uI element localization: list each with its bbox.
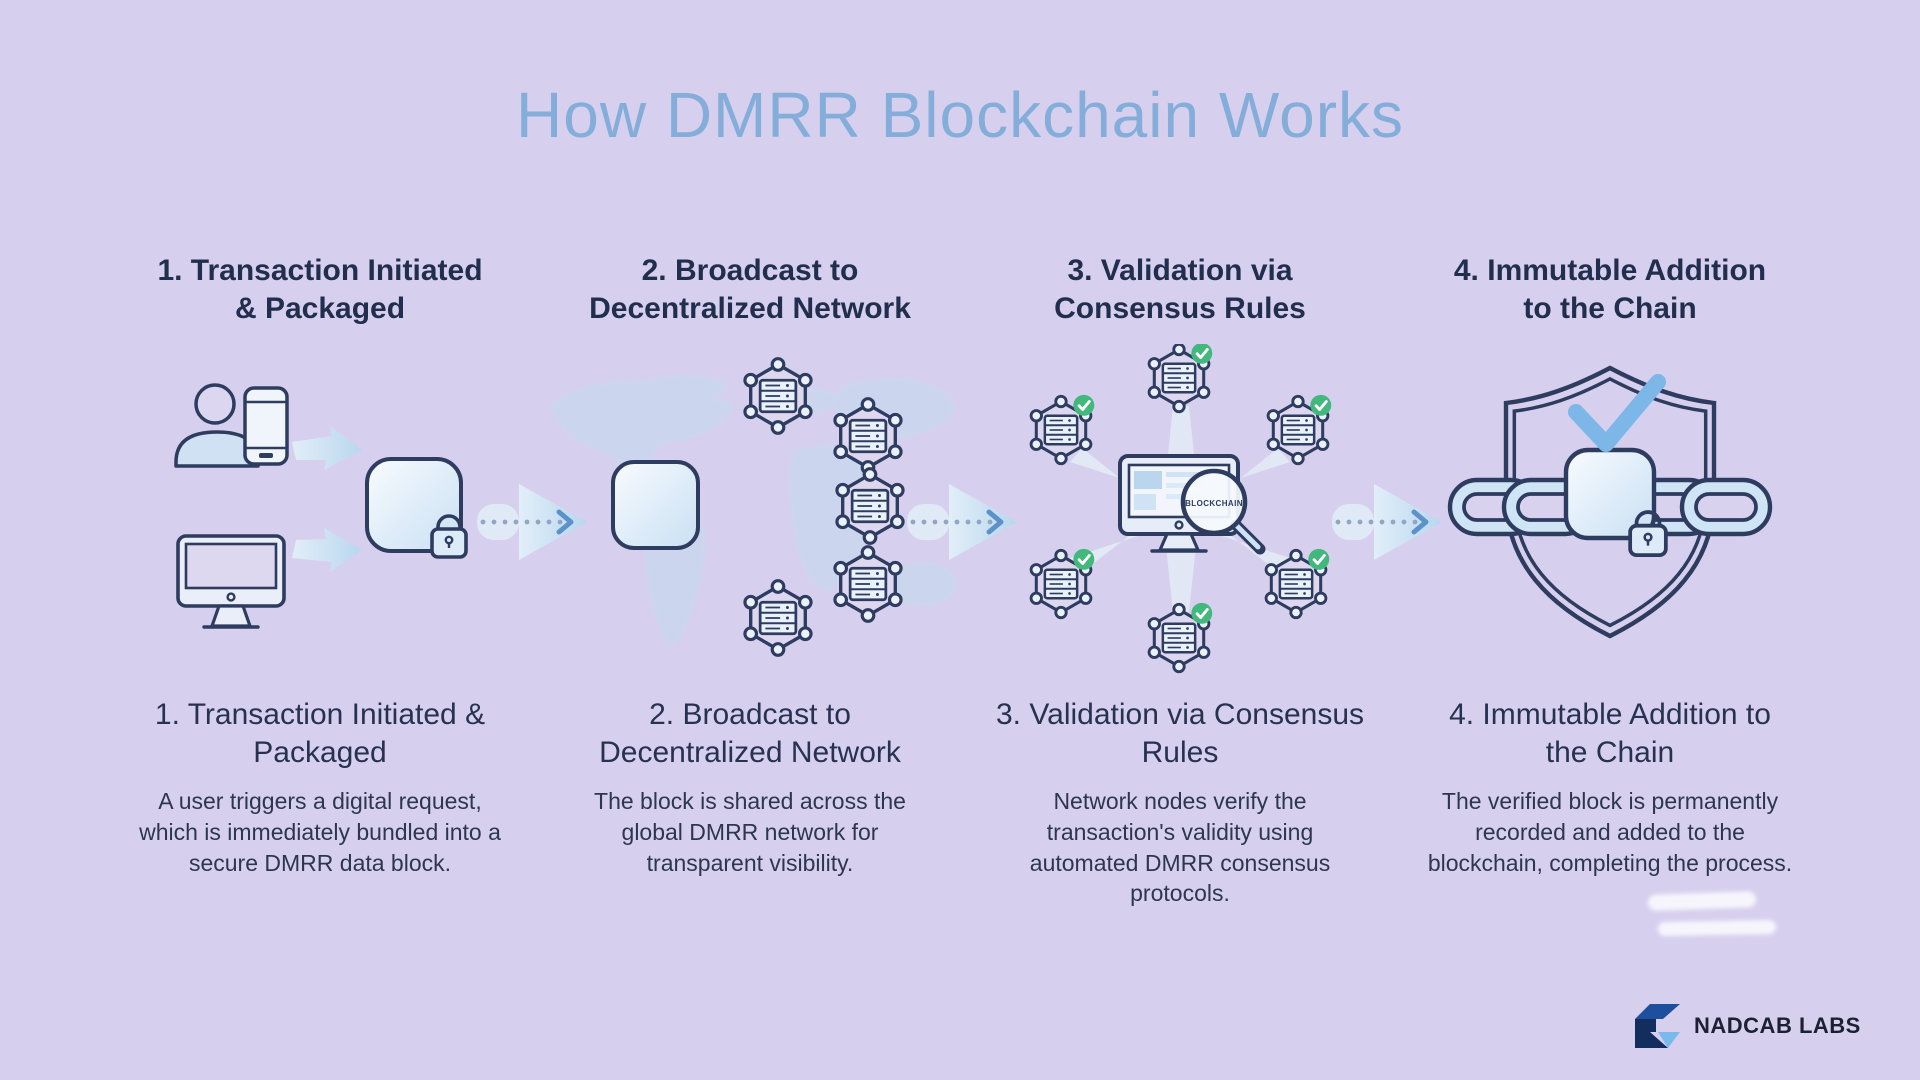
- desktop-monitor-icon: [176, 534, 286, 629]
- step-4-illustration: [1400, 344, 1820, 680]
- step-column-2: 2. Broadcast to Decentralized Network: [540, 252, 960, 878]
- step-2-illustration: [540, 344, 960, 680]
- magnifier-icon: BLOCKCHAIN: [1180, 468, 1266, 555]
- brand-logo: NADCAB LABS: [1630, 1000, 1890, 1052]
- shield-icon: [1503, 365, 1717, 639]
- checkmark-icon: [1568, 374, 1666, 452]
- step-heading: 3. Validation via Consensus Rules: [1054, 254, 1306, 326]
- step-description: Network nodes verify the transaction's v…: [1029, 788, 1331, 907]
- network-node-icon: [743, 579, 813, 657]
- dotted-arrow-right-icon: [475, 474, 595, 570]
- step-1-illustration: [110, 344, 530, 680]
- step-subtitle: 3. Validation via Consensus Rules: [996, 698, 1364, 770]
- step-subtitle: 4. Immutable Addition to the Chain: [1449, 698, 1771, 770]
- network-node-icon: [743, 357, 813, 435]
- page-title: How DMRR Blockchain Works: [516, 79, 1404, 151]
- step-column-3: 3. Validation via Consensus Rules: [970, 252, 1390, 909]
- step-description: The verified block is permanently record…: [1427, 788, 1793, 876]
- step-subtitle: 1. Transaction Initiated & Packaged: [154, 698, 486, 770]
- step-column-4: 4. Immutable Addition to the Chain: [1400, 252, 1820, 878]
- step-column-1: 1. Transaction Initiated & Packaged: [110, 252, 530, 878]
- brand-name: NADCAB LABS: [1694, 1013, 1861, 1038]
- chain-link-icon: [1447, 477, 1773, 537]
- step-description: The block is shared across the global DM…: [594, 788, 906, 876]
- white-highlight-mark: [1647, 891, 1757, 911]
- network-node-check-icon: [1149, 603, 1212, 672]
- data-block-icon: [611, 460, 700, 550]
- step-subtitle: 2. Broadcast to Decentralized Network: [599, 698, 901, 770]
- white-highlight-mark: [1657, 919, 1777, 937]
- nadcab-logo-mark: [1635, 1004, 1680, 1048]
- dotted-arrow-right-icon: [1330, 474, 1450, 570]
- step-heading: 2. Broadcast to Decentralized Network: [589, 254, 911, 326]
- step-description: A user triggers a digital request, which…: [139, 788, 501, 876]
- step-heading: 1. Transaction Initiated & Packaged: [157, 254, 483, 326]
- magnifier-label: BLOCKCHAIN: [1185, 499, 1243, 508]
- dotted-arrow-right-icon: [905, 474, 1025, 570]
- step-3-illustration: BLOCKCHAIN: [970, 344, 1390, 680]
- step-heading: 4. Immutable Addition to the Chain: [1453, 254, 1767, 326]
- network-node-check-icon: [1031, 549, 1094, 618]
- network-node-check-icon: [1149, 344, 1212, 412]
- flow-arrow-icon: [292, 426, 362, 572]
- user-with-phone-icon: [174, 383, 289, 468]
